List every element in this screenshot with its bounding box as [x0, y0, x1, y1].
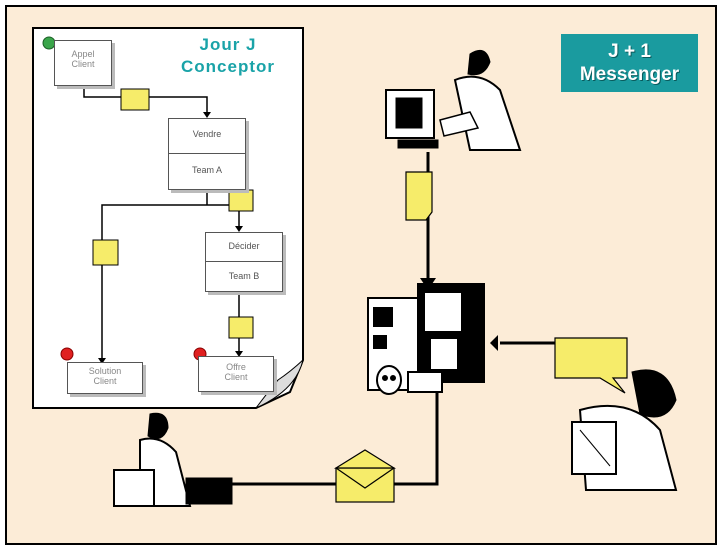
badge-line1: J + 1 [608, 41, 651, 62]
message-tag [120, 88, 150, 111]
message-tag [228, 189, 254, 212]
arrowhead [490, 335, 498, 351]
node-decider-team-b: Décider Team B [205, 232, 283, 292]
message-note [405, 171, 433, 221]
server-icon [367, 283, 485, 395]
node-label: Client [224, 372, 248, 382]
node-label: Décider [228, 241, 260, 251]
user-right-icon [571, 369, 678, 491]
node-label: Appel [71, 49, 95, 59]
node-label: Team A [191, 165, 222, 175]
message-tag [92, 239, 119, 266]
node-label: Vendre [192, 129, 222, 139]
message-tag [228, 316, 254, 339]
user-top-icon [385, 49, 522, 151]
node-offre-client: Offre Client [198, 356, 274, 392]
user-bottom-icon [113, 412, 233, 507]
node-label: Client [71, 59, 95, 69]
arrowheads [98, 112, 243, 364]
document-title-line2: Conceptor [181, 57, 275, 76]
node-appel-client: Appel Client [54, 40, 112, 86]
document-title-line1: Jour J [199, 35, 257, 54]
flow-messages [92, 88, 254, 339]
messenger-badge: J + 1 Messenger [561, 34, 698, 92]
envelope-icon [333, 449, 397, 503]
node-label: Offre [226, 362, 246, 372]
node-label: Solution [88, 366, 122, 376]
end-dot [60, 347, 74, 361]
node-label: Team B [228, 271, 260, 281]
speech-bubble [554, 337, 628, 394]
node-label: Client [93, 376, 117, 386]
document-title: Jour J Conceptor [158, 34, 298, 78]
page-curl [255, 358, 304, 409]
badge-line2: Messenger [579, 64, 680, 85]
node-solution-client: Solution Client [67, 362, 143, 394]
node-vendre-team-a: Vendre Team A [168, 118, 246, 190]
